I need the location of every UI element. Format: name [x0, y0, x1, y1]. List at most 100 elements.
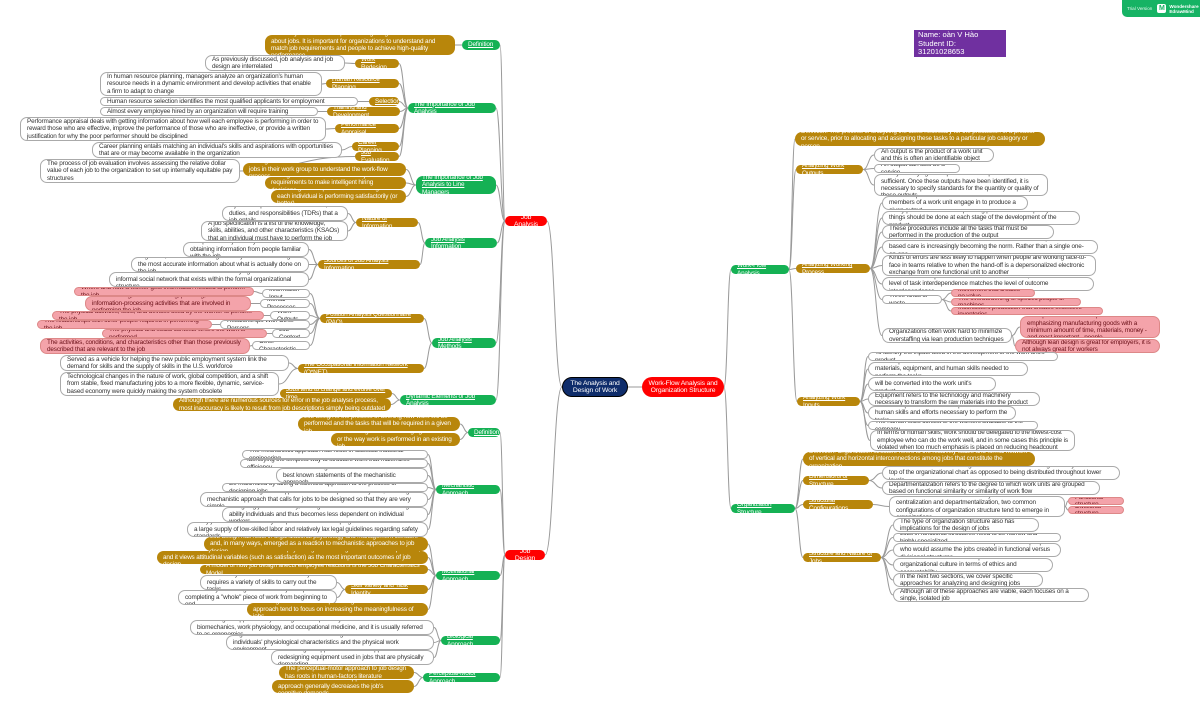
- branch-node-the-importance-of-job-analysis-to-line-m[interactable]: The Importance of Job Analysis to Line M…: [416, 176, 496, 194]
- detail-node-career-planning-entails-matching-an-indi[interactable]: Career planning entails matching an indi…: [92, 142, 342, 158]
- detail-node-in-human-resource-planning-managers-anal[interactable]: In human resource planning, managers ana…: [100, 72, 322, 96]
- topic-node-skill-variety-and-task-identity[interactable]: Skill Variety and Task Identity: [345, 585, 428, 594]
- topic-node-job-design-interventions-emphasizing-the[interactable]: Job design interventions emphasizing the…: [247, 603, 428, 616]
- topic-node-analyzing-working-process[interactable]: Analyzing Working Process: [796, 264, 870, 273]
- branch-node-job-analysis-methods[interactable]: Job Analysis Methods: [432, 338, 496, 348]
- detail-node-the-process-of-job-analysis-entails-obta[interactable]: The process of job analysis entails obta…: [183, 242, 309, 257]
- detail-node-centralization-refers-to-the-degree-to-w[interactable]: Centralization refers to the degree to w…: [882, 466, 1120, 480]
- detail-node-a-job-specification-is-a-list-of-the-kno[interactable]: A job specification is a list of the kno…: [201, 221, 348, 241]
- detail-node-many-jobs-structured-this-way-are-perfor[interactable]: Many jobs structured this way are perfor…: [187, 522, 428, 537]
- label-node-information-input[interactable]: Information Input: [262, 289, 310, 298]
- branch-node-dynamic-elements-of-job-analysis[interactable]: Dynamic Elements of Job Analysis: [400, 395, 496, 405]
- detail-node-as-previously-discussed-job-analysis-and[interactable]: As previously discussed, job analysis an…: [205, 55, 345, 71]
- topic-node-job-evaluation[interactable]: Job Evaluation: [355, 152, 399, 161]
- detail-node-the-human-skills-consist-of-the-workers-[interactable]: The human skills consist of the workers …: [868, 421, 1038, 430]
- detail-node-in-general-it-will-be-useful-to-go-to-th[interactable]: In general, it will be useful to go to t…: [131, 257, 309, 272]
- detail-node-human-resource-selection-identifies-the-[interactable]: Human resource selection identifies the …: [100, 97, 358, 106]
- detail-node-skill-variety-is-the-extent-to-which-the[interactable]: Skill Variety is the extent to which the…: [200, 575, 337, 590]
- topic-node-a-model-of-how-job-design-affects-employ[interactable]: A model of how job design affects employ…: [200, 565, 428, 574]
- topic-node-jobs-tend-to-change-and-evolve-over-time[interactable]: Jobs tend to change and evolve over time: [280, 389, 392, 398]
- note-node-functional-structure[interactable]: Functional structure: [1068, 497, 1124, 505]
- detail-node-ergonomics-is-concerned-with-examining-t[interactable]: Ergonomics is concerned with examining t…: [226, 635, 434, 650]
- label-node-other-characteristic[interactable]: Other Characteristic: [252, 341, 310, 350]
- detail-node-the-process-of-job-evaluation-involves-a[interactable]: The process of job evaluation involves a…: [40, 159, 240, 183]
- detail-node-equipment-refers-to-the-technology-and-m[interactable]: Equipment refers to the technology and m…: [868, 392, 1040, 406]
- topic-node-definition-organization-structure-refers[interactable]: Definition: Organization structure refer…: [803, 452, 1035, 466]
- topic-node-dimensions-of-structure[interactable]: Dimensions of Structure: [803, 476, 869, 485]
- label-node-relationships-with-other-persons[interactable]: Relationships With Other Persons: [220, 320, 310, 329]
- detail-node-an-output-can-also-be-a-service[interactable]: An output can also be a service: [874, 164, 960, 173]
- main-node-job-analysis[interactable]: Job Analysis: [505, 216, 547, 226]
- detail-node-departmentalization-refers-to-the-degree[interactable]: Departmentalization refers to the degree…: [882, 481, 1100, 495]
- note-node-where-and-how-a-worker-gets-information-[interactable]: Where and how a worker gets information …: [74, 287, 254, 296]
- detail-node-the-scientific-management-approach-was-b[interactable]: The scientific management approach was b…: [200, 492, 428, 507]
- label-node-three-kinds-of-waste[interactable]: Three kinds of waste: [882, 295, 942, 304]
- topic-node-although-there-are-numerous-sources-for-[interactable]: Although there are numerous sources for …: [173, 398, 391, 411]
- detail-node-in-the-next-two-sections-we-cover-specif[interactable]: In the next two sections, we cover speci…: [893, 573, 1043, 587]
- topic-node-managers-need-to-understand-the-job-requ[interactable]: Managers need to understand the job requ…: [265, 177, 406, 189]
- topic-node-sources-of-job-analysis-information[interactable]: Sources of Job Analysis Information: [318, 260, 420, 269]
- detail-node-in-terms-of-human-skills-work-should-be-[interactable]: In terms of human skills, work should be…: [870, 430, 1075, 451]
- branch-node-the-importance-of-job-analysis[interactable]: The Importance of Job Analysis: [408, 103, 496, 113]
- detail-node-served-as-a-vehicle-for-helping-the-new-[interactable]: Served as a vehicle for helping the new …: [60, 355, 289, 371]
- topic-node-work-redesign[interactable]: Work Redesign: [355, 59, 399, 68]
- student-info-box[interactable]: Name: oàn V Hào Student ID: 31201028653 …: [914, 30, 1006, 73]
- note-node-although-lean-design-is-great-for-employ[interactable]: Although lean design is great for employ…: [1015, 339, 1160, 353]
- topic-node-definition-the-process-of-analyzing-the-[interactable]: Definition: The process of analyzing the…: [795, 132, 1045, 146]
- branch-node-organization-structure[interactable]: Organization Structure: [731, 504, 795, 513]
- detail-node-a-job-description-is-a-list-of-the-tasks[interactable]: A job description is a list of the tasks…: [222, 206, 348, 221]
- topic-node-nature-of-information[interactable]: Nature of Information: [356, 218, 418, 227]
- detail-node-identifying-the-simplest-way-to-structur[interactable]: Identifying the simplest way to structur…: [240, 459, 428, 468]
- main-node-work-flow-analysis-and-organization-stru[interactable]: Work-Flow Analysis and Organization Stru…: [642, 377, 724, 397]
- detail-node-although-all-of-these-approaches-are-via[interactable]: Although all of these approaches are via…: [893, 588, 1089, 602]
- detail-node-the-mechanistic-approach-has-roots-in-cl[interactable]: The mechanistic approach has roots in cl…: [242, 450, 428, 459]
- topic-node-the-occupational-information-network-o-n[interactable]: The Occupational Information Network (O*…: [298, 364, 424, 373]
- detail-node-jobs-in-functional-structures-need-to-be[interactable]: Jobs in functional structures need to be…: [893, 533, 1061, 542]
- branch-node-definition[interactable]: Definition: [468, 428, 500, 437]
- detail-node-kinds-of-errors-are-less-likely-to-happe[interactable]: Kinds of errors are less likely to happe…: [882, 255, 1096, 276]
- topic-node-structural-configurations[interactable]: Structural Configurations: [803, 500, 873, 509]
- topic-node-structure-and-nature-of-jobs[interactable]: Structure and Nature of Jobs: [803, 553, 881, 562]
- topic-node-job-redesign-refers-to-changing-the-task[interactable]: Job redesign refers to changing the task…: [331, 433, 460, 446]
- detail-node-designing-jobs-in-this-way-the-organizat[interactable]: Designing jobs in this way, the organiza…: [222, 507, 428, 522]
- topic-node-analyzing-work-inputs[interactable]: Analyzing Work Inputs: [797, 397, 860, 406]
- note-node-the-activities-conditions-and-characteri[interactable]: The activities, conditions, and characte…: [40, 338, 250, 354]
- topic-node-career-planning[interactable]: Career Planning: [352, 142, 399, 151]
- root-node-the-analysis-and-design-of-work[interactable]: The Analysis and Design of Work: [562, 377, 628, 397]
- branch-node-mechanistic-approach[interactable]: Mechanistic Approach: [436, 485, 500, 494]
- topic-node-human-resource-planning[interactable]: Human Resource Planning: [326, 79, 399, 88]
- topic-node-managers-must-have-detailed-information-[interactable]: Managers must have detailed information …: [243, 163, 406, 176]
- label-node-mental-processes[interactable]: Mental Processes: [260, 299, 310, 308]
- detail-node-be-maximized-by-taking-a-scientific-appr[interactable]: Be maximized by taking a scientific appr…: [222, 483, 428, 492]
- branch-node-definition[interactable]: Definition: [462, 40, 500, 50]
- branch-node-job-analysis-information[interactable]: Job Analysis Information: [425, 238, 497, 248]
- main-node-job-design[interactable]: Job Design: [505, 550, 545, 560]
- note-node-the-physical-activities-tools-and-device[interactable]: The physical activities, tools, and devi…: [52, 311, 264, 320]
- topic-node-selection[interactable]: Selection: [369, 97, 399, 106]
- note-node-divisional-structure[interactable]: Divisional structure: [1068, 506, 1124, 514]
- detail-node-the-use-of-teams-can-also-be-seen-in-the[interactable]: The use of teams can also be seen in the…: [882, 240, 1098, 254]
- branch-node-perceptual-motor-approach[interactable]: Perceptual-Motor Approach: [423, 673, 500, 682]
- label-node-work-outputs[interactable]: Work Outputs: [270, 311, 310, 320]
- detail-node-the-biological-approach-has-been-applied[interactable]: The biological approach has been applied…: [271, 650, 434, 665]
- detail-node-merely-identifying-an-output-or-set-of-o[interactable]: Merely identifying an output or set of o…: [874, 174, 1048, 196]
- topic-node-job-analysis-refers-to-the-process-of-ge[interactable]: Job Analysis refers to the process of ge…: [265, 35, 455, 55]
- note-node-the-reasoning-decision-making-planning-a[interactable]: The reasoning, decision making, planning…: [85, 296, 251, 311]
- topic-node-training-and-development[interactable]: Training and Development: [327, 107, 400, 116]
- note-node-lean-production-refers-to-processes-emph[interactable]: Lean production refers to processes emph…: [1020, 316, 1160, 338]
- detail-node-every-process-consists-of-operating-proc[interactable]: Every process consists of operating proc…: [882, 211, 1080, 225]
- detail-node-technological-changes-in-the-nature-of-w[interactable]: Technological changes in the nature of w…: [60, 372, 279, 396]
- detail-node-the-work-processes-are-the-activities-th[interactable]: The work processes are the activities th…: [882, 196, 1028, 210]
- note-node-inconsistent-production-that-creates-exc[interactable]: Inconsistent production that creates exc…: [951, 307, 1103, 315]
- branch-node-biological-approach[interactable]: Biological Approach: [441, 636, 500, 645]
- detail-node-raw-materials-consist-of-the-materials-t[interactable]: Raw materials consist of the materials t…: [868, 377, 996, 391]
- detail-node-scientific-management-was-one-of-the-ear[interactable]: Scientific management was one of the ear…: [276, 468, 428, 483]
- branch-node-motivational-approach[interactable]: Motivational Approach: [436, 571, 500, 580]
- detail-node-an-output-is-the-product-of-a-work-unit-[interactable]: An output is the product of a work unit …: [874, 148, 994, 162]
- detail-node-the-choice-of-structure-also-has-implica[interactable]: The choice of structure also has implica…: [893, 543, 1061, 557]
- topic-node-it-focuses-on-the-job-characteristics-th[interactable]: It focuses on the job characteristics th…: [157, 551, 428, 564]
- detail-node-to-identify-the-inputs-used-in-the-devel[interactable]: To identify the inputs used in the devel…: [868, 352, 1058, 361]
- detail-node-task-identity-is-the-degree-to-which-a-j[interactable]: Task Identity is the degree to which a j…: [178, 590, 337, 605]
